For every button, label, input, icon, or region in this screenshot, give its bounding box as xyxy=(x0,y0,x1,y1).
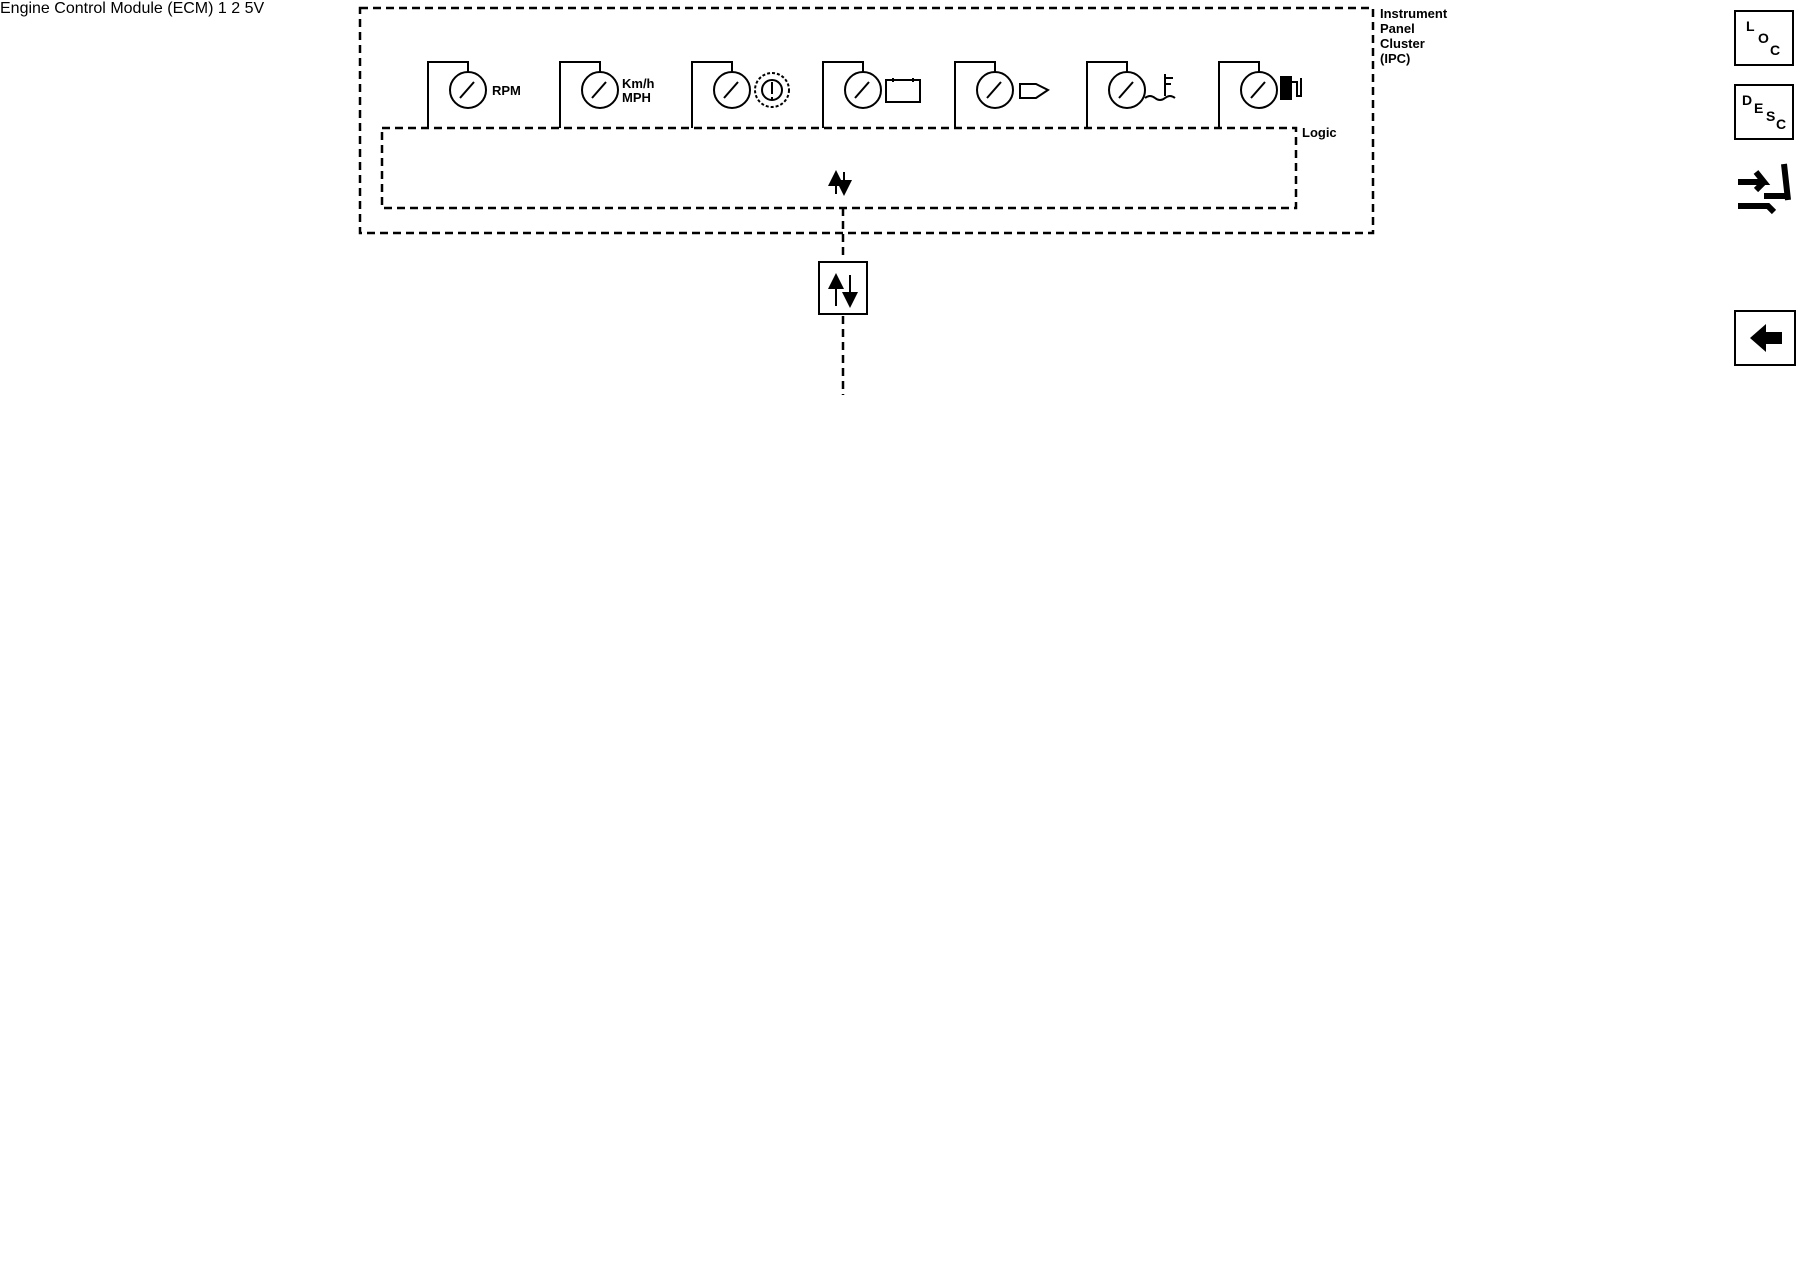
location-button[interactable]: L O C xyxy=(1734,10,1794,66)
gauge-fuel-icon xyxy=(1240,71,1302,109)
desc-letter: S xyxy=(1766,108,1776,124)
desc-letter: D xyxy=(1742,92,1753,108)
ecm-title: Engine xyxy=(0,0,50,17)
ipc-title: Panel xyxy=(1380,21,1415,36)
5v-ref-label: 5V xyxy=(244,0,265,17)
ipc-title: (IPC) xyxy=(1380,51,1410,66)
back-arrow-icon xyxy=(1750,324,1782,352)
desc-letter: C xyxy=(1776,116,1787,132)
description-button[interactable]: D E S C xyxy=(1734,84,1794,140)
ecm-title: Module xyxy=(110,0,163,17)
ecm-boundary: Engine Control Module (ECM) 1 2 5V xyxy=(0,0,264,17)
fuel-sender-1-label: 1 xyxy=(217,0,227,17)
ecm-title: Control xyxy=(54,0,106,17)
ecm-title: (ECM) xyxy=(167,0,214,17)
gauge-coolant-temp-icon xyxy=(1108,71,1176,109)
ipc-title: Instrument xyxy=(1380,6,1448,21)
fuel-sender-2-label: 2 xyxy=(231,0,241,17)
gauge-speedometer-icon xyxy=(581,71,619,109)
ipc-module: Instrument Panel Cluster (IPC) Logic RPM… xyxy=(358,6,1448,235)
ecm-module: Engine Control Module (ECM) 1 2 5V xyxy=(0,0,264,17)
loc-letter: O xyxy=(1758,30,1769,46)
serial-data-connector-icon xyxy=(818,261,868,315)
rpm-label: RPM xyxy=(492,83,521,98)
serial-data-arrows-icon xyxy=(828,170,852,196)
loc-letter: C xyxy=(1770,42,1781,58)
ipc-logic-box xyxy=(380,126,1298,210)
logic-label: Logic xyxy=(1302,125,1337,140)
gauge-tachometer-icon xyxy=(449,71,487,109)
back-button[interactable] xyxy=(1734,310,1796,366)
ipc-boundary xyxy=(358,6,1375,235)
repair-procedure-icon[interactable] xyxy=(1734,160,1792,220)
gauge-brake-icon xyxy=(713,71,790,109)
speed-label-mph: MPH xyxy=(622,90,651,105)
gauge-voltmeter-icon xyxy=(844,71,921,109)
desc-letter: E xyxy=(1754,100,1764,116)
gauge-oil-pressure-icon xyxy=(976,71,1050,109)
ipc-title: Cluster xyxy=(1380,36,1425,51)
speed-label-kmh: Km/h xyxy=(622,76,655,91)
loc-letter: L xyxy=(1746,18,1755,34)
